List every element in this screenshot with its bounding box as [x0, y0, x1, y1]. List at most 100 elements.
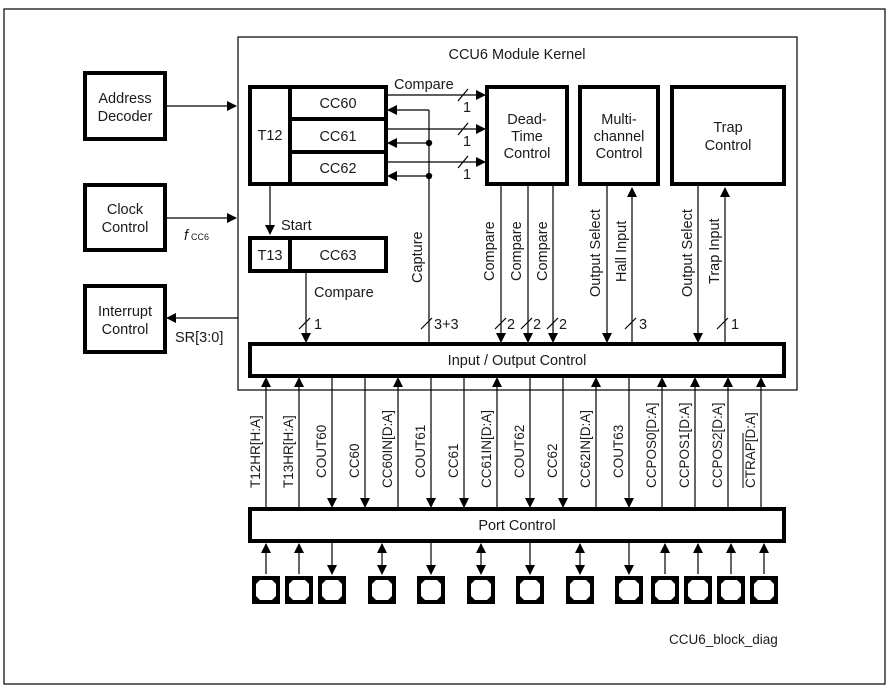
junction-dot [425, 172, 433, 180]
dead-time-line2: Time [511, 129, 543, 145]
kernel-title: CCU6 Module Kernel [448, 47, 585, 63]
port-signal: COUT63 [611, 378, 634, 508]
fccb-subscript: CC6 [191, 232, 209, 242]
port-signal-label: COUT63 [611, 425, 626, 478]
service-request-label: SR[3:0] [175, 330, 223, 346]
pin-pad-icon [417, 576, 445, 604]
port-signal: CTRAP[D:A] [742, 377, 766, 507]
multichannel-control-block: Multi- channel Control [578, 85, 660, 186]
pins [252, 543, 778, 604]
pin-pad-icon [750, 576, 778, 604]
dead-time-line1: Dead- [507, 112, 547, 128]
pin-pad-icon [252, 576, 280, 604]
pin-pad-icon [651, 576, 679, 604]
bus-slash [520, 317, 533, 330]
trap-output-select-label: Output Select [680, 209, 696, 297]
port-signal: CCPOS2[D:A] [710, 377, 733, 507]
address-decoder-line2: Decoder [98, 109, 153, 125]
cc63-block: CC63 [288, 236, 388, 273]
port-signal: CCPOS0[D:A] [644, 377, 667, 507]
address-decoder-block: Address Decoder [83, 71, 167, 141]
port-signal-label: COUT61 [413, 425, 428, 478]
io-control-block: Input / Output Control [248, 342, 786, 378]
pin [717, 543, 745, 604]
port-control-block: Port Control [248, 507, 786, 543]
pin [615, 543, 643, 604]
port-signal-label: CCPOS0[D:A] [644, 402, 659, 488]
multichannel-line2: channel [594, 129, 645, 145]
port-signal: COUT60 [314, 378, 337, 508]
port-signal: CC61 [446, 378, 469, 508]
interrupt-control-line1: Interrupt [98, 304, 152, 320]
capture-label: Capture [410, 231, 426, 283]
bus-width-cc60: 1 [463, 100, 471, 116]
port-signal: T13HR[H:A] [281, 377, 304, 507]
bus-width-cc61: 1 [463, 134, 471, 150]
port-signal-label: CC60IN[D:A] [380, 410, 395, 488]
bus-slash [457, 122, 469, 136]
port-signal: CC60IN[D:A] [380, 377, 403, 507]
bus-width-dt-1: 2 [507, 317, 515, 333]
dead-time-control-block: Dead- Time Control [485, 85, 569, 186]
port-signal: CC62 [545, 378, 568, 508]
bus-width-dt-2: 2 [533, 317, 541, 333]
port-signal-label: CCPOS2[D:A] [710, 402, 725, 488]
pin-pad-icon [368, 576, 396, 604]
t12-block: T12 [248, 85, 292, 186]
port-control-label: Port Control [478, 518, 555, 534]
port-signal: CC61IN[D:A] [479, 377, 502, 507]
bus-slash [457, 88, 469, 102]
port-signal-label: CC60 [347, 443, 362, 478]
port-signal: CC62IN[D:A] [578, 377, 601, 507]
port-signal-label: CC62 [545, 443, 560, 478]
module-kernel-box [237, 36, 798, 391]
bus-width-cc63: 1 [314, 317, 322, 333]
bus-slash [457, 155, 469, 169]
bus-slash [420, 317, 433, 330]
pin [750, 543, 778, 604]
bus-width-capture: 3+3 [434, 317, 459, 333]
bus-width-cc62: 1 [463, 167, 471, 183]
dt-compare-outputs: Compare Compare Compare 2 2 2 [482, 186, 567, 343]
cc61-label: CC61 [319, 129, 356, 145]
start-label: Start [281, 218, 312, 234]
pin-pad-icon [684, 576, 712, 604]
trap-line1: Trap [713, 120, 742, 136]
port-signal: CCPOS1[D:A] [677, 377, 700, 507]
pin [285, 543, 313, 604]
clock-control-line2: Control [102, 220, 149, 236]
port-signal-label: COUT62 [512, 425, 527, 478]
t13-block: T13 [248, 236, 292, 273]
pin [684, 543, 712, 604]
pin-pad-icon [285, 576, 313, 604]
pin [318, 543, 346, 604]
hall-input-label: Hall Input [614, 221, 630, 282]
pin [651, 543, 679, 604]
pin-pad-icon [717, 576, 745, 604]
dt-compare-label-1: Compare [482, 221, 498, 281]
trap-control-block: Trap Control [670, 85, 786, 186]
cc63-label: CC63 [319, 248, 356, 264]
port-signal: CC60 [347, 378, 370, 508]
pin [252, 543, 280, 604]
trap-line2: Control [705, 138, 752, 154]
clock-control-line1: Clock [107, 202, 144, 218]
pin [566, 543, 594, 604]
pin-pad-icon [516, 576, 544, 604]
fccb-label: f [184, 228, 190, 244]
multichannel-line3: Control [596, 146, 643, 162]
multichannel-line1: Multi- [601, 112, 637, 128]
io-control-label: Input / Output Control [448, 353, 587, 369]
pin [368, 543, 396, 604]
port-signal: COUT62 [512, 378, 535, 508]
bus-slash [298, 317, 311, 330]
bus-width-hall: 3 [639, 317, 647, 333]
bus-slash [624, 317, 637, 330]
figure-caption: CCU6_block_diag [669, 632, 778, 647]
pin [516, 543, 544, 604]
cc62-block: CC62 [288, 150, 388, 186]
junction-dot [425, 139, 433, 147]
dead-time-line3: Control [504, 146, 551, 162]
interrupt-control-line2: Control [102, 322, 149, 338]
